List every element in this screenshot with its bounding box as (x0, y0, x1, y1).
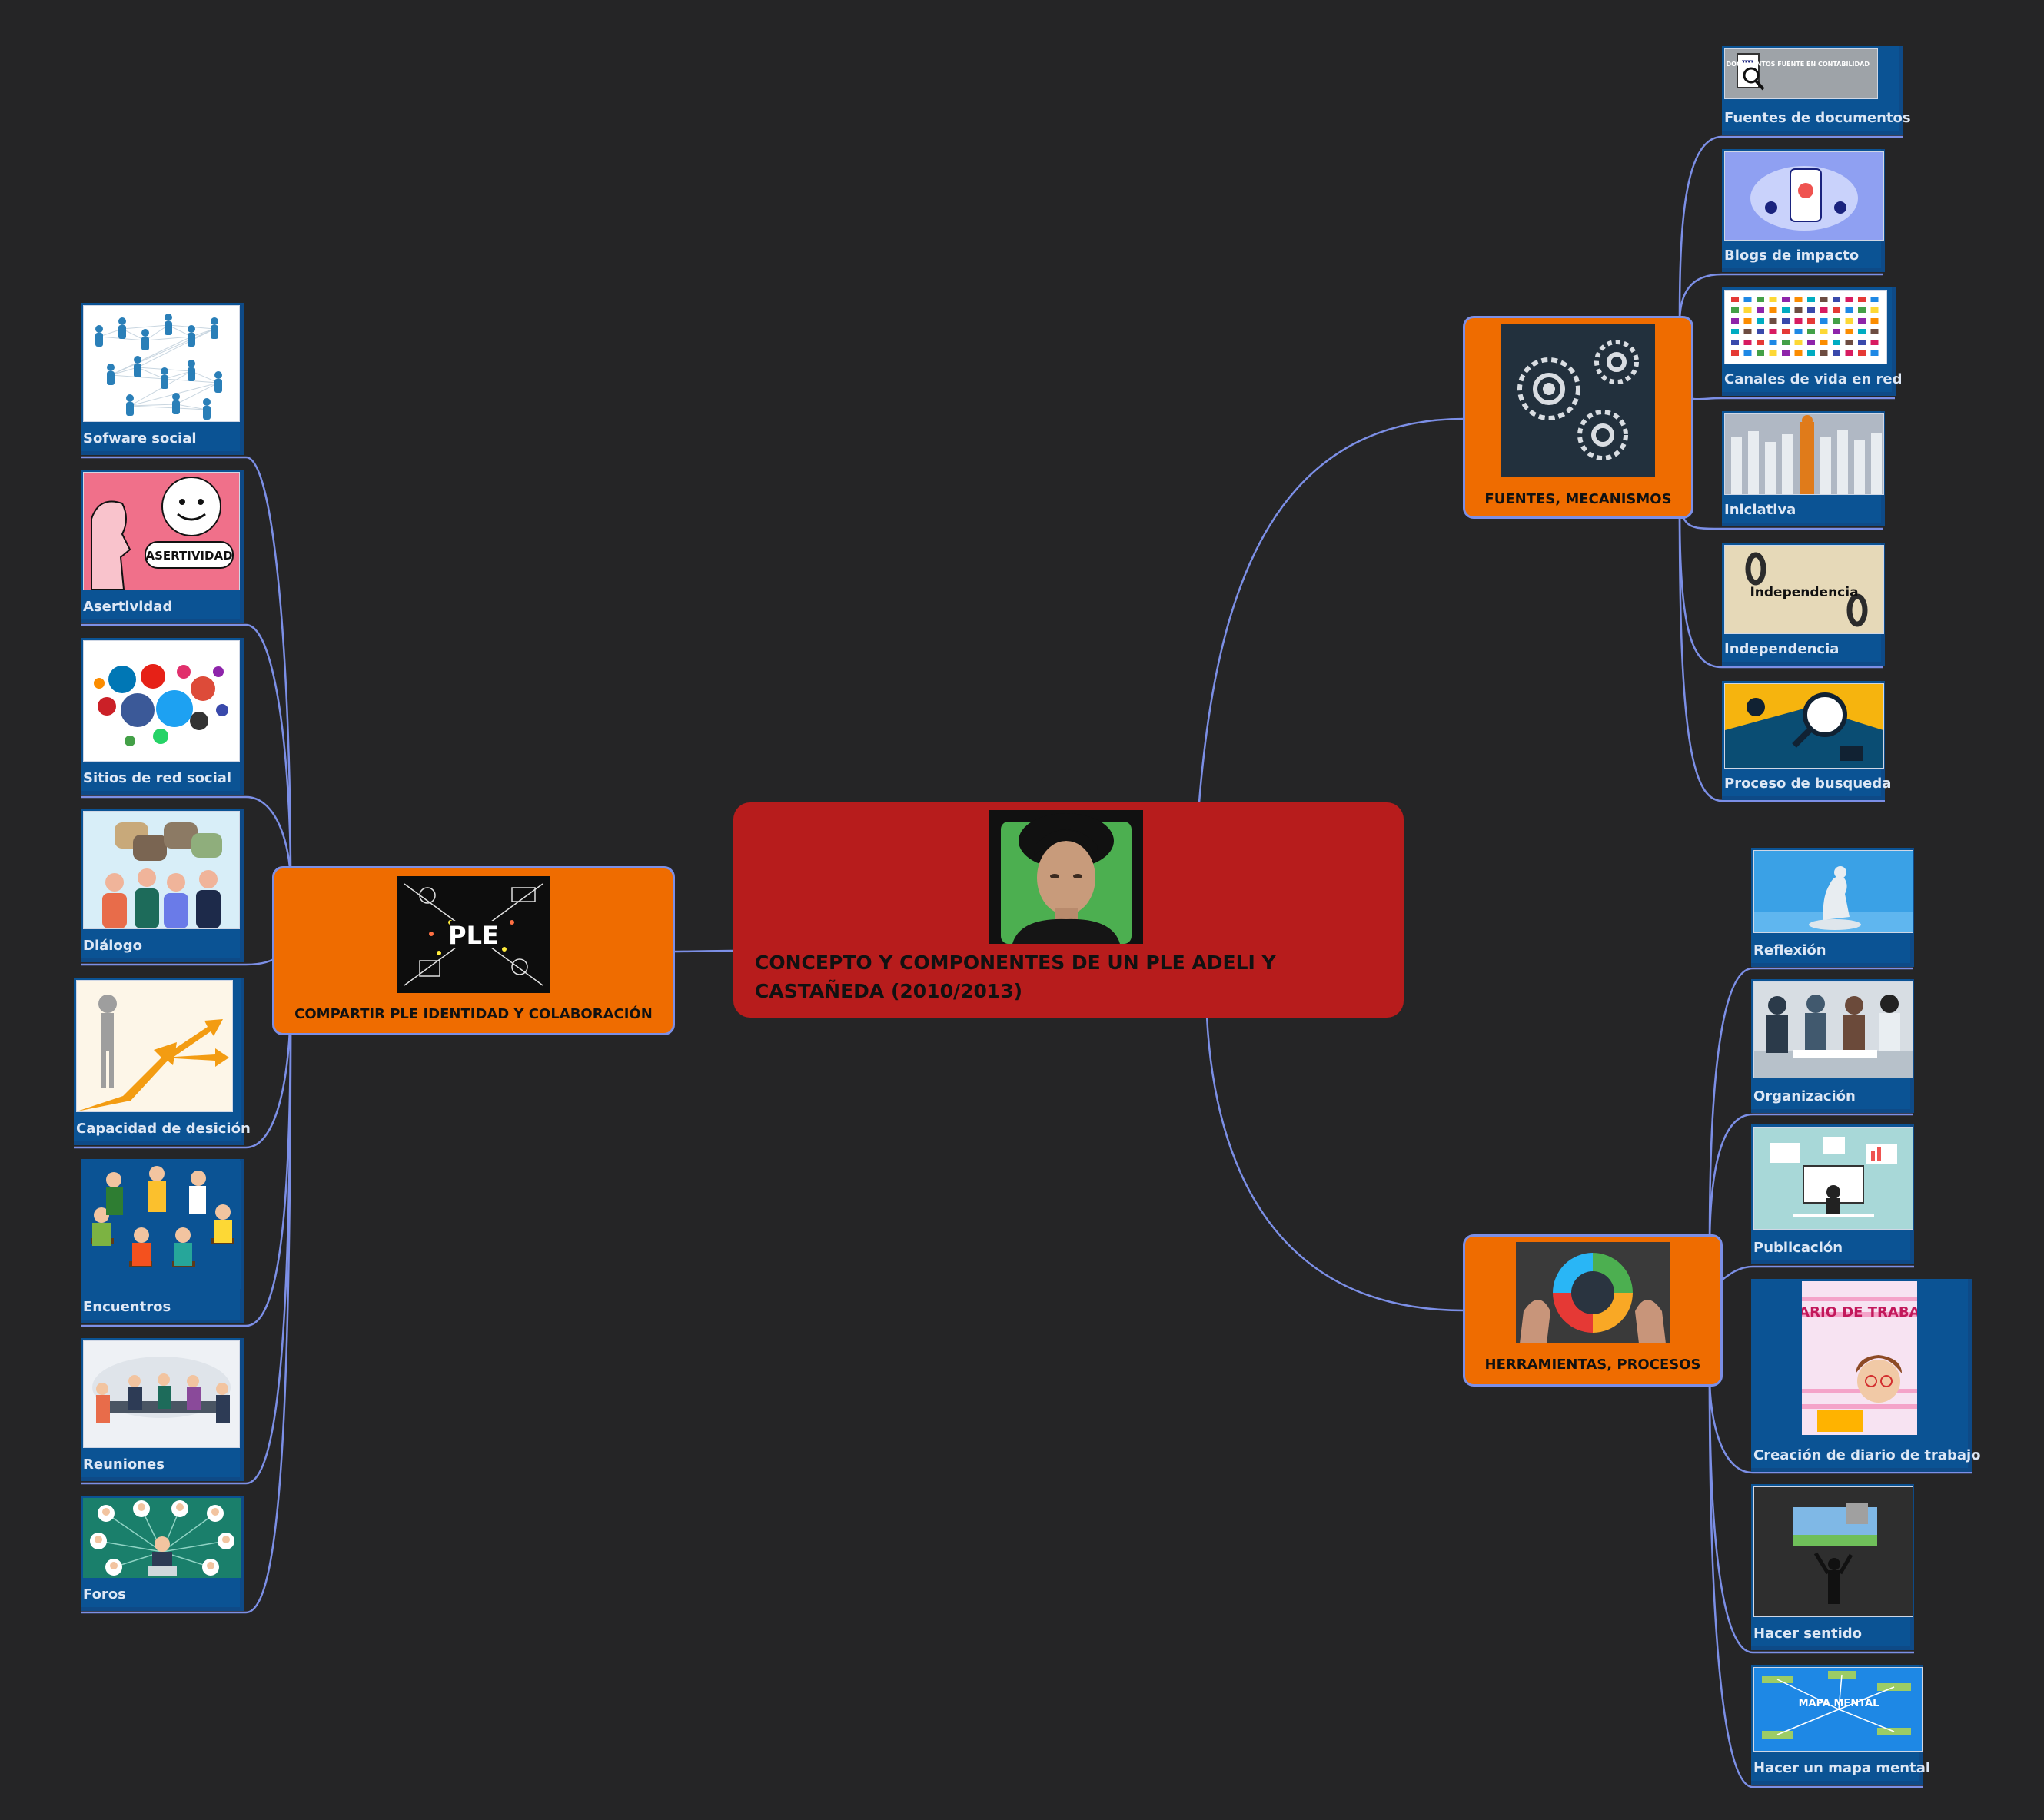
gears-image (1501, 324, 1655, 477)
work-diary-image-text: DIARIO DE TRABAJO (1802, 1304, 1917, 1320)
documents-image-text: DOCUMENTOS FUENTE EN CONTABILIDAD (1726, 61, 1870, 68)
leaf-label: Sofware social (83, 430, 197, 447)
leaf-foros[interactable]: Foros (81, 1496, 244, 1611)
ple-chalkboard-image: PLE (397, 876, 550, 993)
leaf-canales-vida-red[interactable]: Canales de vida en red (1722, 287, 1896, 396)
independence-chain-image: Independencia (1724, 545, 1884, 634)
documents-image: DOCUMENTOS FUENTE EN CONTABILIDAD (1724, 48, 1878, 99)
leaf-asertividad[interactable]: ASERTIVIDAD Asertividad (81, 470, 244, 623)
channels-logos-image (1724, 290, 1887, 364)
branch-label: HERRAMIENTAS, PROCESOS (1465, 1357, 1720, 1373)
leaf-sofware-social[interactable]: Sofware social (81, 303, 244, 455)
assertiveness-image: ASERTIVIDAD (83, 472, 240, 590)
leaf-label: Independencia (1724, 641, 1839, 657)
social-network-people-image (83, 305, 240, 422)
social-logos-cloud-image (83, 640, 240, 762)
leaf-publicacion[interactable]: Publicación (1751, 1124, 1914, 1264)
central-topic[interactable]: CONCEPTO Y COMPONENTES DE UN PLE ADELI Y… (733, 802, 1404, 1018)
leaf-independencia[interactable]: Independencia Independencia (1722, 543, 1885, 666)
leaf-reuniones[interactable]: Reuniones (81, 1338, 244, 1481)
leaf-iniciativa[interactable]: Iniciativa (1722, 411, 1885, 526)
leaf-label: Diálogo (83, 938, 142, 954)
leaf-label: Publicación (1753, 1240, 1843, 1256)
branch-herramientas-procesos[interactable]: HERRAMIENTAS, PROCESOS (1463, 1234, 1723, 1387)
leaf-label: Sitios de red social (83, 770, 231, 786)
puzzle-wall-image (1753, 1486, 1913, 1617)
leaf-label: Hacer sentido (1753, 1626, 1862, 1642)
mind-map-image: MAPA MENTAL (1753, 1667, 1923, 1752)
leaf-label: Asertividad (83, 599, 172, 615)
leaf-label: Hacer un mapa mental (1753, 1760, 1930, 1776)
leaf-label: Encuentros (83, 1299, 171, 1315)
branch-fuentes-mecanismos[interactable]: FUENTES, MECANISMOS (1463, 316, 1693, 519)
leaf-label: Reuniones (83, 1456, 165, 1473)
leaf-blogs-impacto[interactable]: Blogs de impacto (1722, 149, 1885, 272)
process-cycle-image (1516, 1242, 1670, 1343)
leaf-label: Iniciativa (1724, 502, 1796, 518)
group-circle-image (83, 1161, 241, 1289)
leaf-label: Organización (1753, 1088, 1856, 1104)
blogs-image (1724, 151, 1884, 241)
leaf-label: Creación de diario de trabajo (1753, 1447, 1981, 1463)
leaf-hacer-sentido[interactable]: Hacer sentido (1751, 1484, 1914, 1650)
link-central-compartir (673, 951, 733, 952)
leaf-fuentes-documentos[interactable]: DOCUMENTOS FUENTE EN CONTABILIDAD Fuente… (1722, 46, 1903, 135)
work-diary-image: DIARIO DE TRABAJO (1802, 1281, 1917, 1435)
leaf-organizacion[interactable]: Organización (1751, 979, 1914, 1113)
initiative-image (1724, 413, 1884, 495)
search-process-image (1724, 683, 1884, 769)
link-central-fuentes (1199, 419, 1464, 802)
branch-compartir-ple[interactable]: PLE COMPARTIR PLE IDENTIDAD Y COLABORACI… (272, 866, 675, 1035)
independence-image-text: Independencia (1750, 585, 1858, 600)
forum-avatars-image (83, 1498, 241, 1578)
ple-image-text: PLE (448, 921, 499, 950)
branch-label: FUENTES, MECANISMOS (1465, 491, 1691, 507)
dialogue-people-image (83, 811, 240, 929)
thinker-statue-image (1753, 850, 1913, 933)
branch-label: COMPARTIR PLE IDENTIDAD Y COLABORACIÓN (274, 1006, 673, 1022)
leaf-mapa-mental[interactable]: MAPA MENTAL Hacer un mapa mental (1751, 1665, 1923, 1785)
leaf-diario-trabajo[interactable]: DIARIO DE TRABAJO Creación de diario de … (1751, 1279, 1972, 1472)
leaf-label: Foros (83, 1586, 126, 1602)
leaf-proceso-busqueda[interactable]: Proceso de busqueda (1722, 681, 1885, 800)
team-meeting-image (1753, 981, 1913, 1078)
leaf-dialogo[interactable]: Diálogo (81, 809, 244, 962)
leaf-label: Fuentes de documentos (1724, 110, 1911, 126)
central-title: CONCEPTO Y COMPONENTES DE UN PLE ADELI Y… (755, 948, 1308, 1005)
leaf-capacidad-desicion[interactable]: Capacidad de desición (74, 978, 244, 1145)
assertiveness-image-text: ASERTIVIDAD (145, 549, 232, 563)
leaf-sitios-red-social[interactable]: Sitios de red social (81, 638, 244, 795)
leaf-encuentros[interactable]: Encuentros (81, 1159, 244, 1323)
link-central-herramientas (1207, 1016, 1464, 1310)
portrait-image (989, 810, 1143, 944)
mind-map-image-text: MAPA MENTAL (1799, 1698, 1879, 1709)
leaf-reflexion[interactable]: Reflexión (1751, 848, 1914, 967)
publication-image (1753, 1127, 1913, 1230)
decision-arrows-image (76, 980, 233, 1112)
leaf-label: Blogs de impacto (1724, 247, 1859, 264)
leaf-label: Capacidad de desición (76, 1121, 251, 1137)
leaf-label: Canales de vida en red (1724, 371, 1903, 387)
leaf-label: Reflexión (1753, 942, 1826, 958)
leaf-label: Proceso de busqueda (1724, 775, 1891, 792)
meeting-table-image (83, 1340, 240, 1448)
